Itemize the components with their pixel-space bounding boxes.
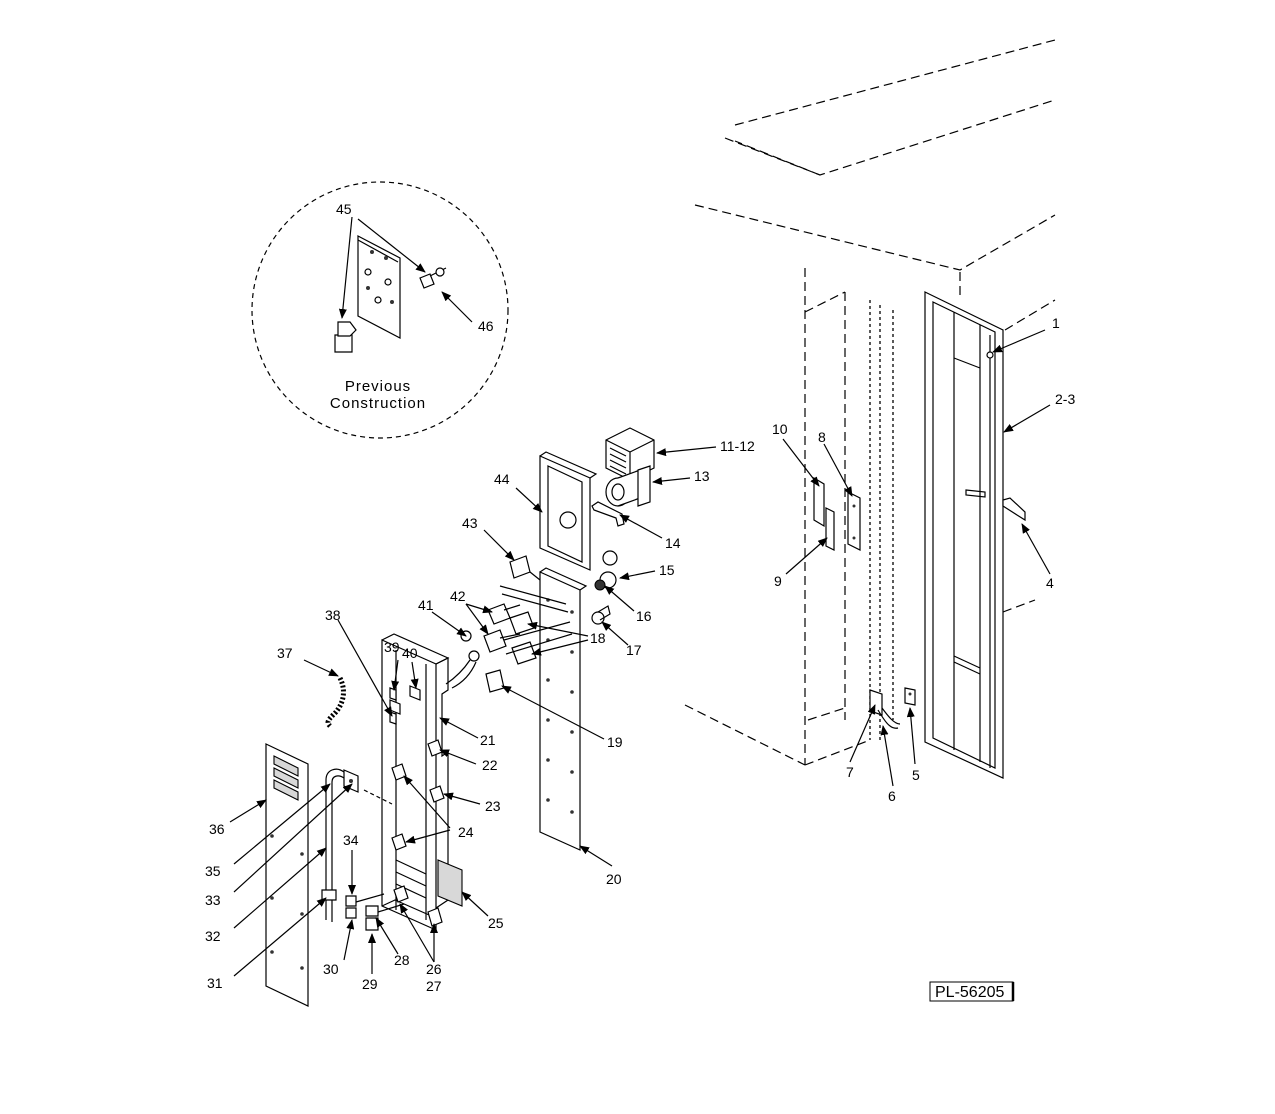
cabinet-small-parts [813, 476, 861, 551]
callout-5: 5 [912, 767, 920, 783]
frame-21 [381, 633, 463, 931]
callout-29: 29 [362, 976, 378, 992]
callout-1: 1 [1052, 315, 1060, 331]
callout-4: 4 [1046, 575, 1054, 591]
detail-caption-line2: Construction [330, 395, 426, 412]
callout-31: 31 [207, 975, 223, 991]
callout-11-12: 11-12 [720, 438, 755, 454]
callout-7: 7 [846, 764, 854, 780]
callout-32: 32 [205, 928, 221, 944]
callout-36: 36 [209, 821, 225, 837]
callout-45: 45 [336, 201, 352, 217]
callout-44: 44 [494, 471, 510, 487]
callout-42: 42 [450, 588, 466, 604]
drawing-number-box: PL-56205 [929, 981, 1015, 1002]
side-panel-36 [265, 743, 309, 1007]
cabinet-door [924, 291, 1004, 779]
callout-43: 43 [462, 515, 478, 531]
callout-25: 25 [488, 915, 504, 931]
callout-30: 30 [323, 961, 339, 977]
callout-34: 34 [343, 832, 359, 848]
leader-lines [229, 216, 1051, 977]
callout-26: 26 [426, 961, 442, 977]
callout-33: 33 [205, 892, 221, 908]
wire-37 [325, 676, 346, 728]
callout-6: 6 [888, 788, 896, 804]
detail-caption-line1: Previous [345, 378, 411, 395]
drawing-number: PL-56205 [935, 984, 1004, 1001]
callout-20: 20 [606, 871, 622, 887]
callout-23: 23 [485, 798, 501, 814]
cabinet-outline [684, 39, 1056, 766]
previous-construction-detail [251, 181, 509, 439]
knobs-15-16-17 [591, 550, 618, 625]
callout-19: 19 [607, 734, 623, 750]
callout-2-3: 2-3 [1055, 391, 1075, 407]
callout-16: 16 [636, 608, 652, 624]
callout-38: 38 [325, 607, 341, 623]
lamp-41 [445, 630, 480, 689]
hinge-parts [869, 687, 916, 729]
callout-8: 8 [818, 429, 826, 445]
switch-box-11-12 [605, 427, 655, 481]
callout-15: 15 [659, 562, 675, 578]
switches [483, 555, 573, 693]
callout-35: 35 [205, 863, 221, 879]
clips [345, 739, 445, 931]
callout-18: 18 [590, 630, 606, 646]
callout-27: 27 [426, 978, 442, 994]
rod-14 [591, 501, 625, 527]
callout-22: 22 [482, 757, 498, 773]
cylinder-13 [605, 465, 651, 507]
callout-28: 28 [394, 952, 410, 968]
callout-17: 17 [626, 642, 642, 658]
callout-labels: 1 2-3 4 5 6 7 8 9 10 11-12 13 14 15 16 1… [205, 201, 1075, 994]
bezel-44 [539, 451, 598, 571]
callout-9: 9 [774, 573, 782, 589]
callout-37: 37 [277, 645, 293, 661]
door-handle [1002, 497, 1026, 522]
callout-21: 21 [480, 732, 496, 748]
callout-24: 24 [458, 824, 474, 840]
callout-40: 40 [402, 645, 418, 661]
callout-46: 46 [478, 318, 494, 334]
callout-39: 39 [384, 639, 400, 655]
callout-14: 14 [665, 535, 681, 551]
callout-13: 13 [694, 468, 710, 484]
callout-41: 41 [418, 597, 434, 613]
callout-10: 10 [772, 421, 788, 437]
